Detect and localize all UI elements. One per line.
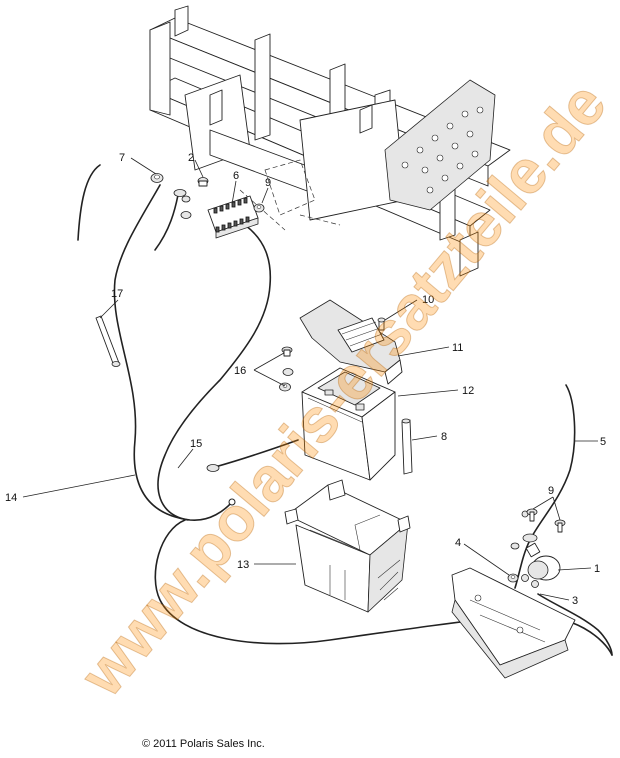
callout-15: 15 (190, 438, 202, 450)
callout-16: 16 (234, 365, 246, 377)
battery-hold-down-11 (299, 299, 403, 385)
chassis-frame (149, 5, 511, 277)
callout-9-lower: 9 (548, 485, 554, 497)
nut-9-upper (253, 203, 265, 213)
cable-15 (206, 439, 299, 472)
nut-4 (507, 573, 519, 583)
callout-6: 6 (233, 170, 239, 182)
callout-1: 1 (594, 563, 600, 575)
tube-8 (401, 418, 413, 475)
callout-14: 14 (5, 492, 17, 504)
callout-labels: 7 2 6 9 17 10 11 16 12 8 5 15 14 9 4 13 … (5, 152, 606, 607)
copyright-notice: © 2011 Polaris Sales Inc. (142, 738, 265, 750)
callout-13: 13 (237, 559, 249, 571)
rod-17 (95, 315, 121, 367)
fuse-block-6 (207, 195, 259, 239)
callout-8: 8 (441, 431, 447, 443)
callout-10: 10 (422, 294, 434, 306)
callout-12: 12 (462, 385, 474, 397)
battery-box-13 (284, 479, 411, 613)
battery-12 (301, 367, 396, 481)
callout-7: 7 (119, 152, 125, 164)
callout-11: 11 (452, 342, 463, 354)
screw-10 (377, 317, 386, 331)
cable-3 (537, 593, 613, 656)
callout-17: 17 (111, 288, 123, 300)
cable-terminal (173, 189, 192, 219)
callout-5: 5 (600, 436, 606, 448)
solenoid-1 (521, 533, 561, 588)
screws-9-lower (526, 508, 566, 533)
callout-4: 4 (455, 537, 461, 549)
callout-3: 3 (572, 595, 578, 607)
callout-9-upper: 9 (265, 177, 271, 189)
screw-2 (197, 177, 209, 187)
callout-2: 2 (188, 152, 194, 164)
nut-7 (150, 173, 164, 183)
leader-lines (22, 157, 598, 601)
mounting-bracket (451, 567, 576, 679)
